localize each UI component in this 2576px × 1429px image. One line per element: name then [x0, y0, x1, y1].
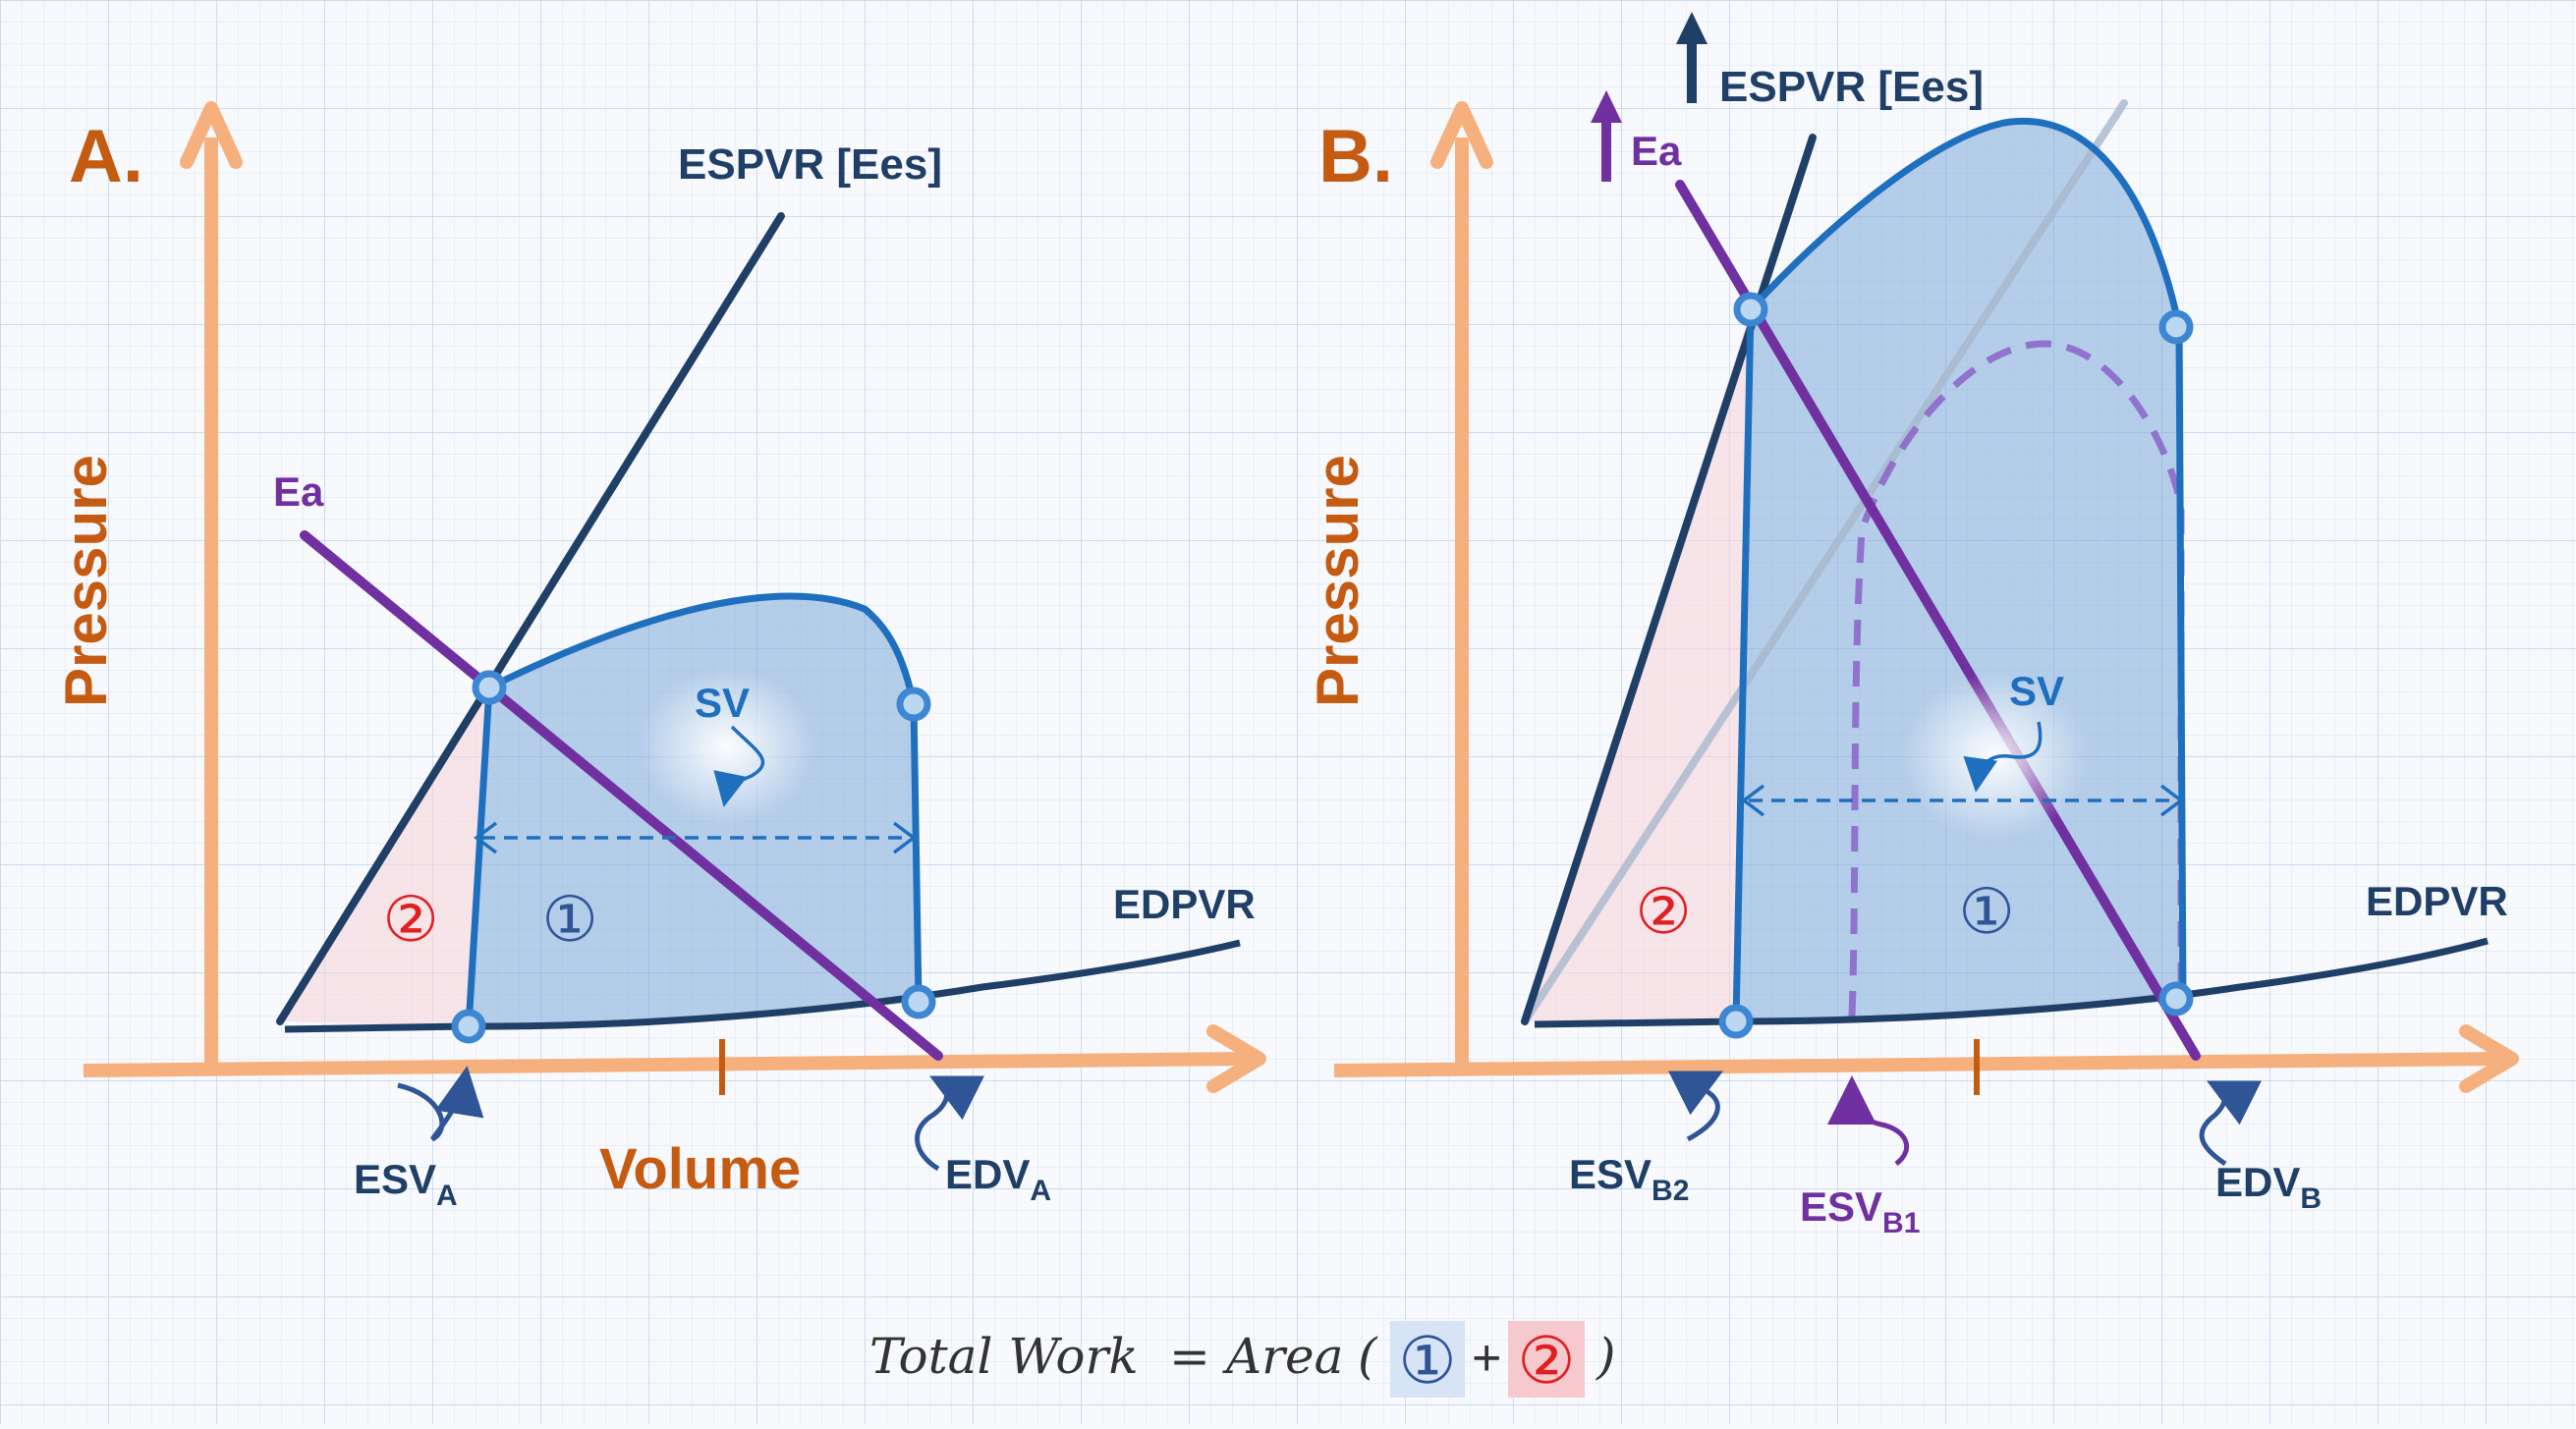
b-previous-loop-dashed [1848, 340, 2185, 1017]
b-point-ed [2158, 981, 2194, 1017]
a-volume-axis [83, 1052, 1249, 1077]
formula-open-paren: ( [1358, 1328, 1378, 1385]
b-esv2-arrow [1668, 1071, 1723, 1142]
a-point-edp [896, 687, 931, 722]
b-point-es [1718, 1004, 1754, 1039]
a-point-ed [901, 984, 936, 1019]
formula-box-1 [1390, 1321, 1465, 1398]
a-edv-arrow [915, 1075, 984, 1172]
a-pressure-axis-arrowhead [180, 101, 243, 169]
panel-a: A. Pressure Volume ESPVR [Ees] Ea SV EDP… [53, 101, 1266, 1212]
a-region-1-label: ① [541, 884, 597, 955]
b-pressure-axis-arrowhead [1430, 101, 1493, 169]
b-volume-axis-arrowhead [2459, 1024, 2519, 1093]
a-ea-label: Ea [273, 468, 324, 515]
b-ea-line [1675, 180, 2201, 1061]
formula-close-paren: ) [1596, 1328, 1616, 1385]
a-region-2-label: ② [382, 884, 438, 955]
a-ea-line [300, 530, 943, 1061]
a-edpvr-label: EDPVR [1113, 881, 1256, 927]
panel-b: B. Pressure ESPVR [Ees] Ea SV EDPVR ① ② … [1305, 12, 2519, 1239]
a-espvr-line [276, 212, 785, 1025]
a-point-esp [472, 670, 507, 705]
b-panel-letter: B. [1318, 115, 1393, 198]
b-point-edp [2158, 309, 2194, 345]
b-volume-axis [1333, 1052, 2501, 1077]
b-pressure-label: Pressure [1305, 455, 1371, 707]
b-ea-label: Ea [1631, 128, 1682, 174]
a-pv-loop-outline [465, 592, 923, 1027]
b-region-2-label: ② [1635, 876, 1691, 947]
b-espvr-previous-line [1521, 99, 2128, 1025]
a-sv-arrow-left [474, 821, 498, 854]
b-sv-arrow-right [2159, 784, 2184, 817]
b-ea-up-arrowhead [1591, 90, 1622, 123]
formula-plus: + [1472, 1330, 1501, 1387]
a-sv-glow [639, 668, 815, 825]
b-esv2-label: ESVB2 [1569, 1151, 1689, 1207]
a-sv-label: SV [695, 680, 750, 726]
b-edpvr-curve [1534, 937, 2489, 1028]
a-sv-squiggle [713, 725, 765, 807]
b-espvr-up-arrowhead [1676, 12, 1708, 44]
a-espvr-label: ESPVR [Ees] [678, 140, 942, 189]
formula-circle-1: ① [1398, 1324, 1456, 1397]
b-edv-label: EDVB [2215, 1159, 2322, 1215]
b-edpvr-label: EDPVR [2366, 878, 2508, 924]
a-point-es [451, 1009, 486, 1044]
b-sv-squiggle [1963, 721, 2043, 793]
a-edv-label: EDVA [945, 1151, 1051, 1207]
b-espvr-label: ESPVR [Ees] [1719, 63, 1984, 111]
formula-box-2 [1508, 1321, 1585, 1398]
a-pressure-label: Pressure [53, 455, 119, 707]
formula-area: Area [1222, 1328, 1343, 1385]
b-sv-label: SV [2009, 668, 2064, 714]
b-point-esp [1733, 292, 1768, 327]
a-volume-axis-arrowhead [1206, 1024, 1266, 1093]
a-esv-label: ESVA [354, 1156, 458, 1212]
b-sv-arrow-left [1741, 784, 1765, 817]
b-pv-loop-outline [1732, 117, 2187, 1022]
b-espvr-line [1521, 134, 1817, 1025]
a-sv-arrow-right [892, 821, 917, 854]
formula-equals: = [1169, 1328, 1210, 1385]
a-volume-label: Volume [599, 1137, 801, 1201]
a-panel-letter: A. [69, 115, 143, 198]
formula-circle-2: ② [1517, 1324, 1575, 1397]
b-edv-arrow [2199, 1080, 2262, 1167]
b-region-1-label: ① [1958, 876, 2014, 947]
a-esv-arrow [397, 1066, 484, 1142]
b-esv1-arrow [1827, 1075, 1910, 1166]
total-work-formula: Total Work = Area ( ① + ② ) [869, 1321, 1616, 1398]
b-esv1-label: ESVB1 [1800, 1183, 1920, 1239]
formula-lhs: Total Work [869, 1328, 1139, 1385]
